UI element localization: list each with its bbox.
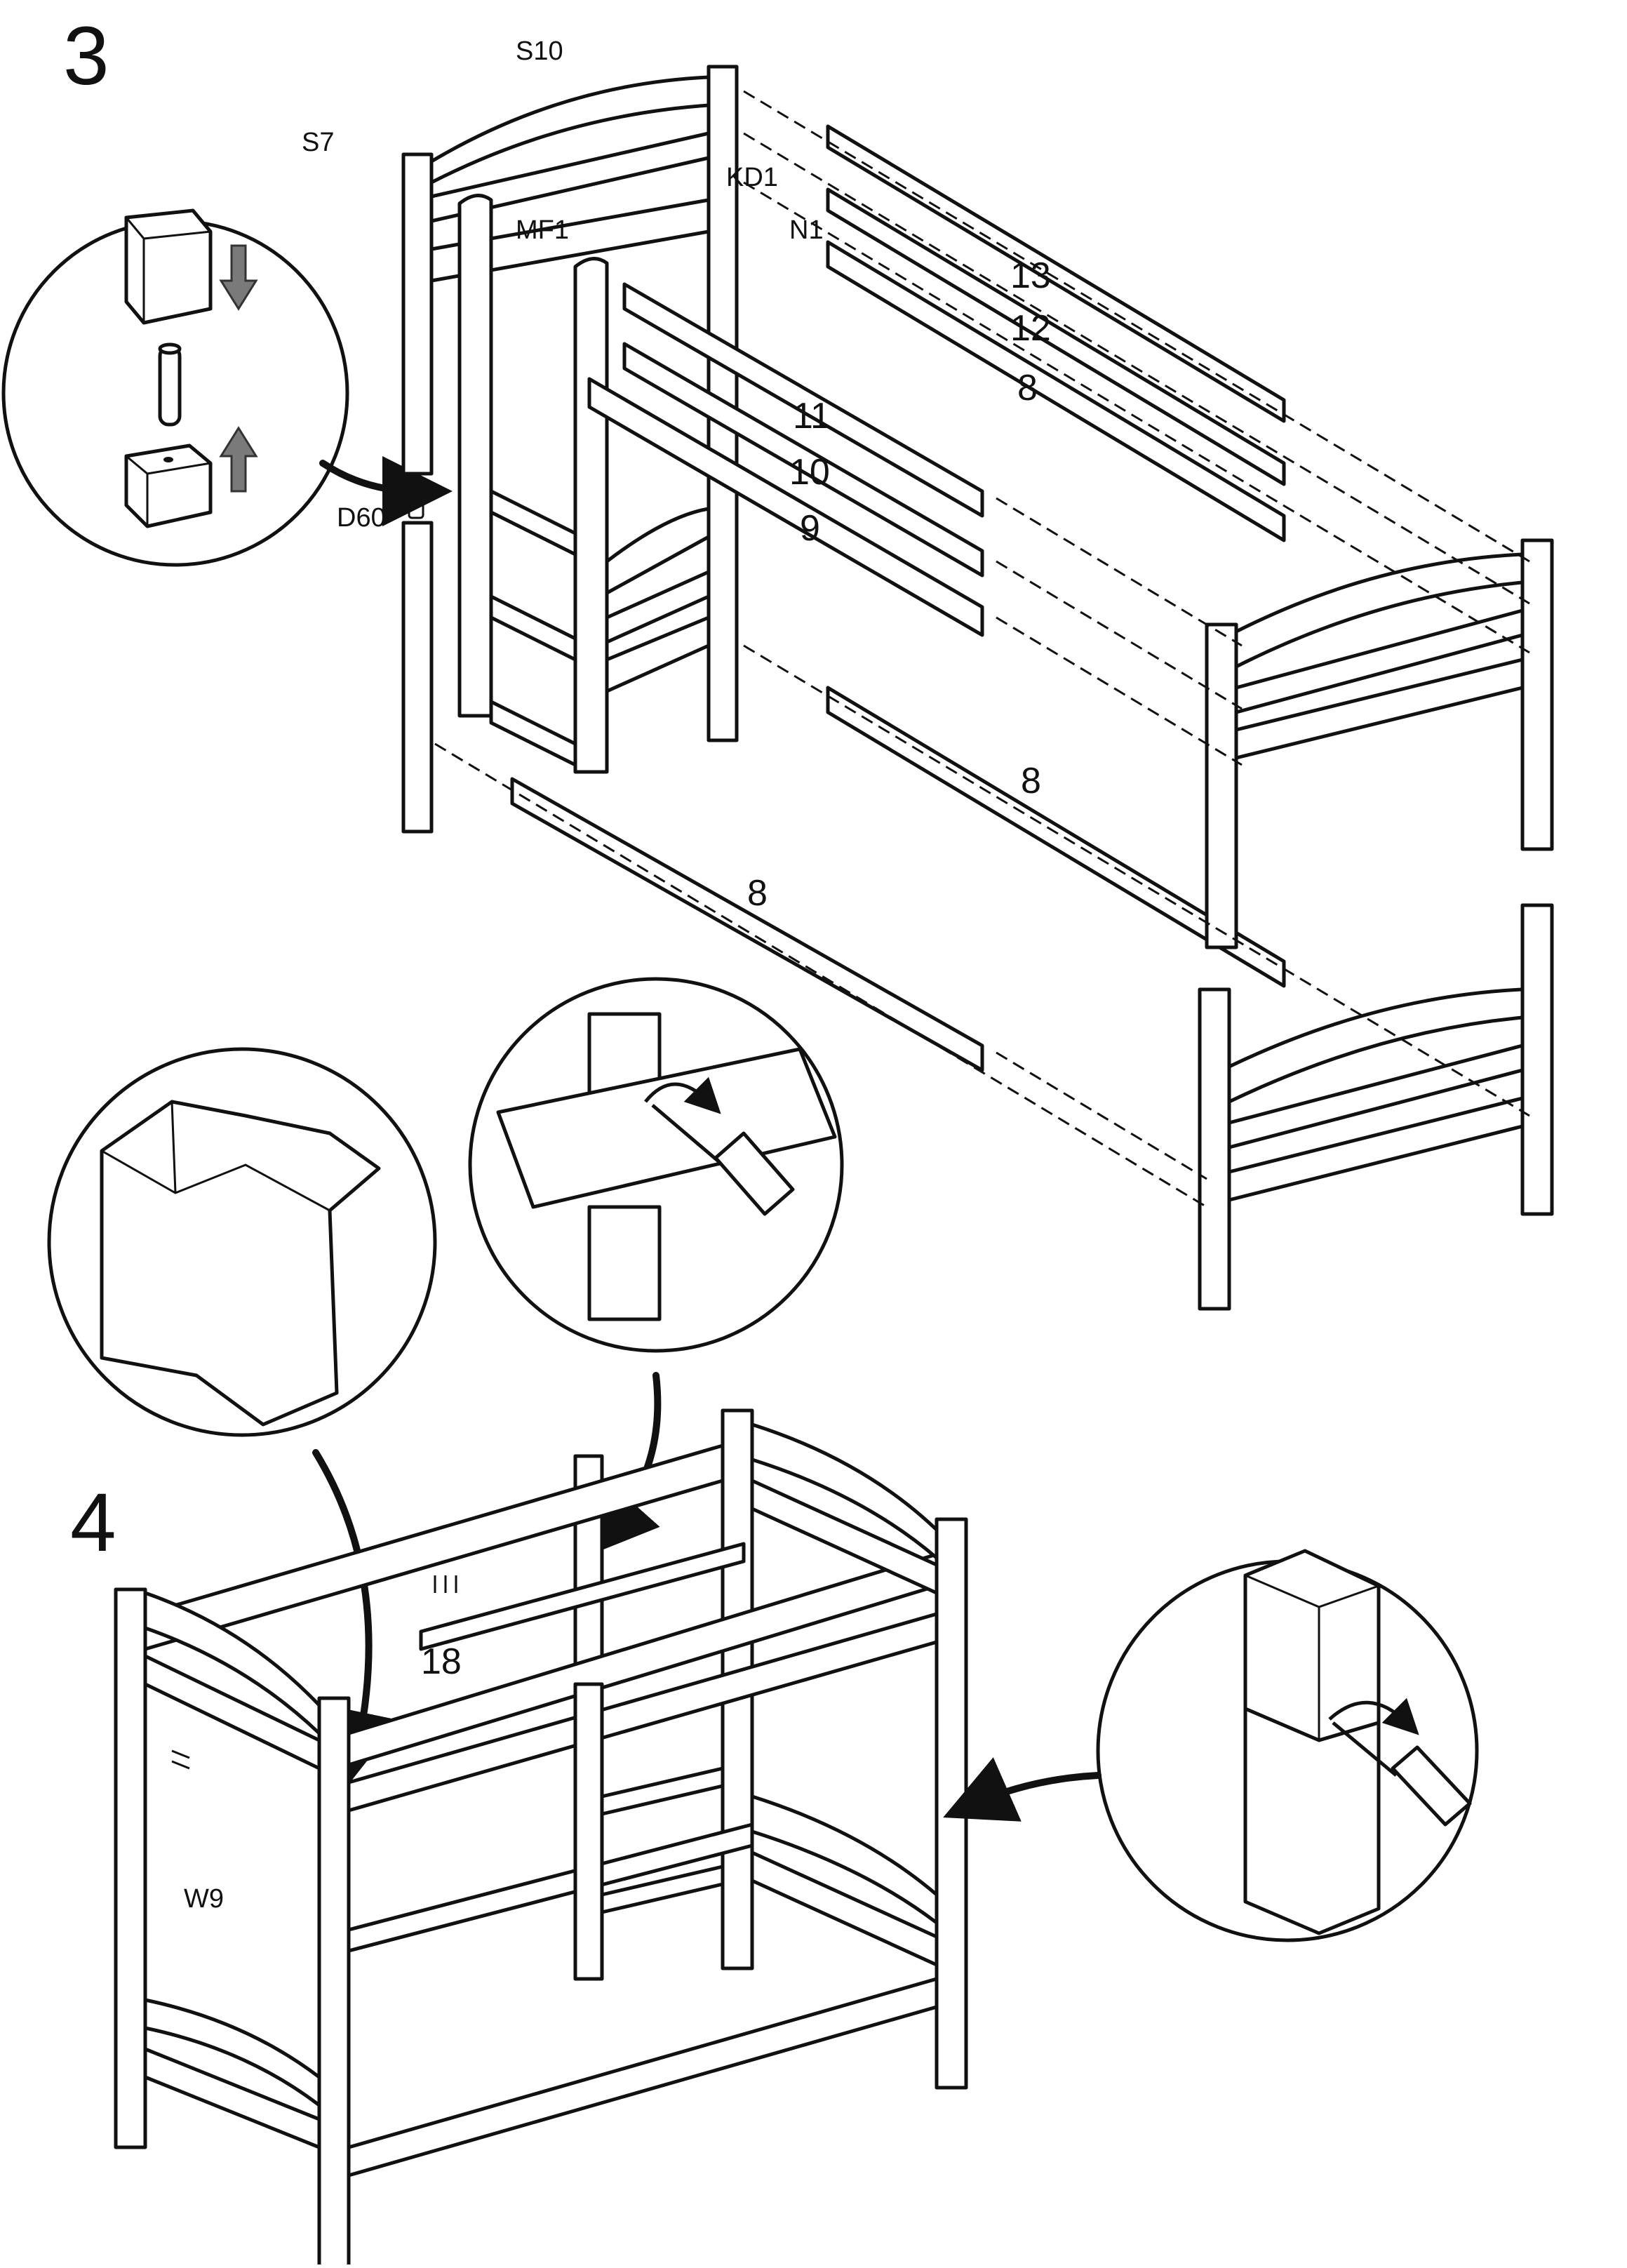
post-cap-detail — [47, 1047, 437, 1437]
post-cap-icon — [100, 1100, 381, 1427]
step-number-4: 4 — [70, 1476, 116, 1569]
step-number-3: 3 — [63, 10, 109, 102]
rail-10 — [622, 342, 984, 578]
slat-18 — [419, 1542, 746, 1651]
part-label-18: 18 — [421, 1641, 462, 1682]
rotate-arrow-icon — [644, 1076, 721, 1114]
dowel-bottom-block — [124, 443, 213, 528]
part-label-8-upper: 8 — [1017, 368, 1038, 408]
rotate-arrow-icon — [1328, 1697, 1419, 1735]
post-join-screwdriver-detail — [1096, 1549, 1479, 1942]
lower-side-rails — [510, 686, 1286, 1072]
dowel-icon — [158, 342, 182, 427]
part-label-11: 11 — [793, 396, 831, 436]
dowel-connector-detail — [1, 208, 349, 567]
hardware-label-w9: W9 — [184, 1884, 224, 1914]
dowel-icon — [408, 476, 424, 519]
footboard — [1198, 538, 1554, 1311]
rail-8-lower-back — [826, 686, 1286, 988]
callout-arrow — [943, 1757, 1102, 1822]
part-label-8-lower-front: 8 — [747, 873, 768, 914]
arrow-up-icon — [219, 426, 258, 493]
lower-post-left — [401, 521, 434, 834]
screwdriver-icon — [651, 1104, 795, 1216]
arrow-down-icon — [219, 244, 258, 311]
hardware-label-kd1: KD1 — [726, 163, 778, 192]
part-label-13: 13 — [1010, 255, 1051, 296]
rail-9 — [587, 377, 984, 637]
callout-arrow — [312, 1449, 400, 1782]
rail-12 — [826, 187, 1286, 486]
rail-8-lower-front — [510, 777, 984, 1072]
hardware-label-s7: S7 — [302, 128, 334, 157]
ladder-rail-right — [573, 257, 609, 774]
rail-screwdriver-detail — [468, 977, 844, 1353]
part-label-12: 12 — [1010, 308, 1051, 349]
callout-arrow — [587, 1372, 662, 1556]
assembled-bunk-bed — [114, 1408, 968, 2268]
rail-11 — [622, 282, 984, 518]
hardware-label-n1: N1 — [789, 215, 824, 245]
part-label-10: 10 — [789, 452, 830, 493]
ladder-rail-left — [457, 194, 493, 718]
dowel-top-block — [124, 208, 213, 325]
rail-8-upper — [826, 240, 1286, 542]
callout-arrow — [319, 455, 453, 526]
assembly-guides — [434, 90, 1530, 1208]
part-label-9: 9 — [800, 508, 820, 549]
screwdriver-icon — [1332, 1721, 1472, 1827]
upper-headboard — [401, 65, 739, 834]
hardware-label-d60: D60 — [337, 503, 386, 533]
hardware-label-s10: S10 — [516, 36, 563, 66]
hardware-label-mf1: MF1 — [516, 215, 569, 245]
part-label-8-lower-back: 8 — [1021, 761, 1041, 801]
